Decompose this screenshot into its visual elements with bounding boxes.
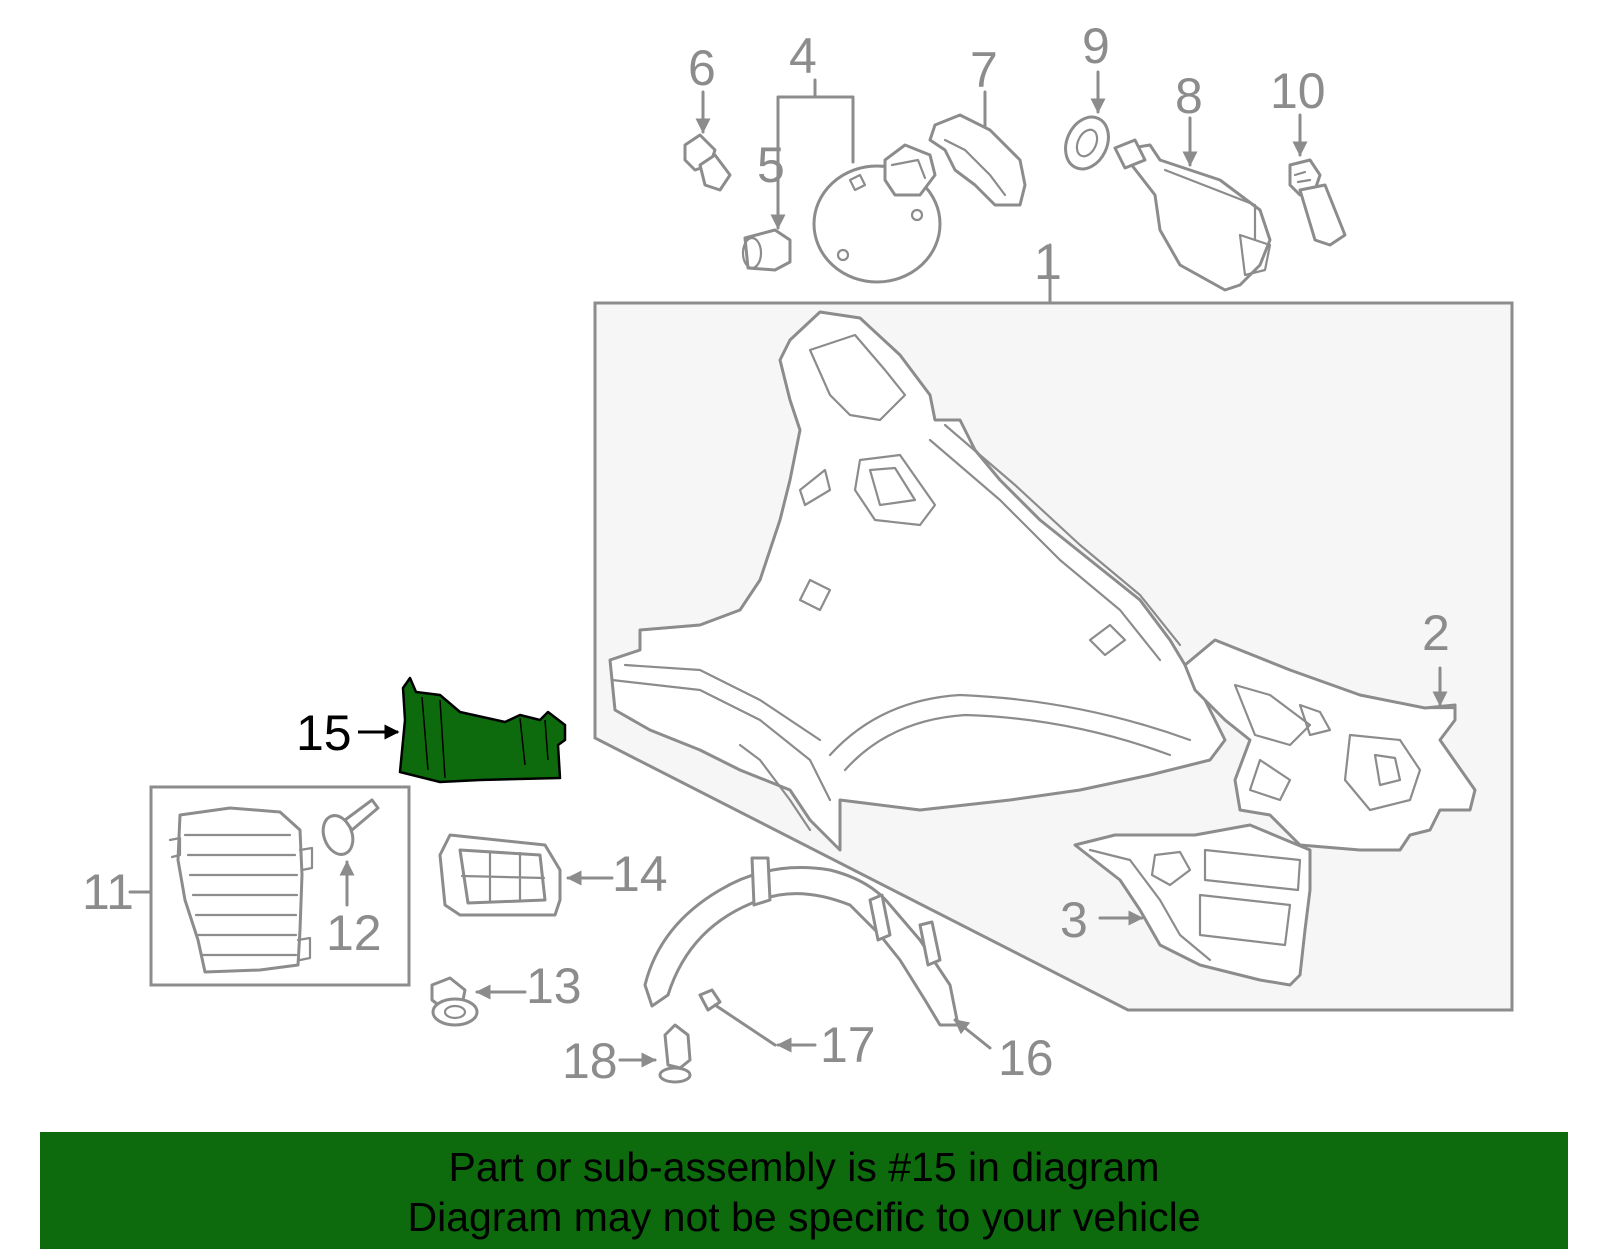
callout-5: 5 — [757, 137, 785, 193]
callout-9: 9 — [1082, 18, 1110, 74]
part-2-rear-panel — [1183, 638, 1477, 852]
callout-4: 4 — [789, 28, 817, 84]
callout-17: 17 — [820, 1017, 876, 1073]
callout-labels: 1 2 3 4 5 6 7 8 9 10 11 12 13 14 15 16 1… — [82, 18, 1450, 1089]
part-15-bracket — [358, 676, 567, 784]
part-9-grommet — [1064, 70, 1110, 171]
callout-8: 8 — [1175, 68, 1203, 124]
banner-line-2: Diagram may not be specific to your vehi… — [407, 1194, 1201, 1240]
callout-10: 10 — [1270, 63, 1326, 119]
callout-14: 14 — [612, 846, 668, 902]
part-10-plunger — [1288, 113, 1347, 247]
part-16-liner — [643, 856, 992, 1050]
callout-18: 18 — [562, 1033, 618, 1089]
part-4-fuel-door — [776, 78, 942, 284]
callout-6: 6 — [688, 40, 716, 96]
info-banner: Part or sub-assembly is #15 in diagram D… — [40, 1132, 1568, 1249]
callout-12: 12 — [326, 905, 382, 961]
callout-1: 1 — [1034, 234, 1062, 290]
part-5-bumper — [741, 138, 792, 272]
part-8-actuator — [1113, 116, 1272, 292]
callout-2: 2 — [1422, 605, 1450, 661]
banner-line-1: Part or sub-assembly is #15 in diagram — [448, 1144, 1160, 1190]
part-7-housing — [928, 90, 1027, 207]
callout-7: 7 — [970, 42, 998, 98]
part-18-pushclip — [618, 1023, 692, 1084]
part-14-panel — [438, 833, 614, 917]
quarter-panel-inner — [608, 310, 1227, 852]
callout-3: 3 — [1060, 892, 1088, 948]
callout-11: 11 — [82, 864, 134, 920]
part-3-wheelhouse — [1073, 823, 1312, 987]
callout-15: 15 — [296, 705, 352, 761]
part-12-screw — [321, 798, 380, 907]
part-13-clip — [430, 976, 527, 1027]
callout-13: 13 — [526, 958, 582, 1014]
part-17-rivet — [698, 988, 817, 1053]
part-6-bolt — [683, 90, 732, 192]
callout-16: 16 — [998, 1030, 1054, 1086]
